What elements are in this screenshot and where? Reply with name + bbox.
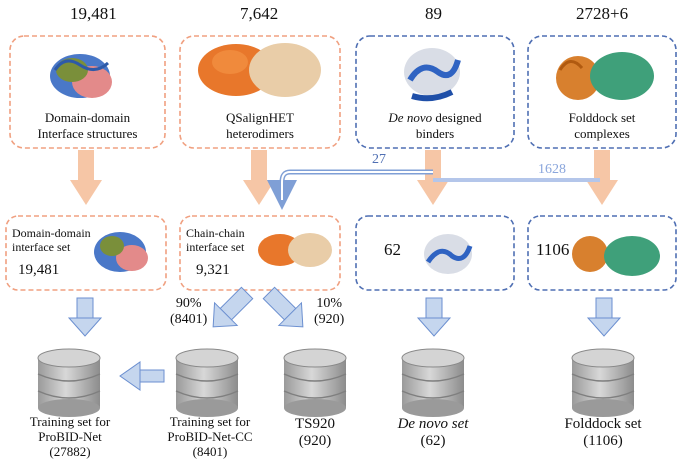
set-count-folddock: 1106 — [536, 240, 570, 259]
protein-image-qsalign — [198, 43, 321, 97]
db-label-probid-cc: Training set for ProBID-Net-CC (8401) — [150, 414, 270, 459]
split-label-right: 10% (920) — [314, 296, 344, 328]
arrow-denovo-down — [417, 150, 449, 205]
database-icon-probid — [37, 348, 101, 417]
source-label-folddock: Folddock set complexes — [528, 110, 676, 142]
db-label-denovo: De novo set (62) — [393, 416, 473, 450]
database-icon-denovo — [401, 348, 465, 417]
arrow-domain-to-db — [67, 297, 103, 337]
db-label-probid-cc-line2: ProBID-Net-CC — [167, 429, 253, 444]
set-label-chain-line2: interface set — [186, 240, 245, 254]
set-box-chain — [179, 215, 341, 291]
protein-image-chain-small — [258, 233, 332, 267]
source-count-domain: 19,481 — [70, 4, 117, 23]
protein-image-domain — [50, 54, 112, 98]
split-right-pct: 10% — [316, 296, 342, 311]
set-label-domain-line1: Domain-domain — [12, 226, 91, 240]
set-box-denovo — [355, 215, 515, 291]
transfer-label-1628: 1628 — [538, 162, 566, 177]
arrow-folddock-to-db — [586, 297, 622, 337]
split-label-left: 90% (8401) — [170, 296, 207, 328]
source-box-folddock — [527, 35, 677, 149]
protein-image-denovo — [404, 48, 461, 102]
set-label-domain-line2: interface set — [12, 240, 71, 254]
arrow-cc-to-probid — [119, 361, 165, 391]
set-label-domain: Domain-domain interface set — [12, 226, 91, 254]
set-count-chain: 9,321 — [196, 262, 230, 278]
db-label-ts920-line1: TS920 — [294, 416, 335, 432]
db-label-probid: Training set for ProBID-Net (27882) — [10, 414, 130, 459]
source-count-folddock: 2728+6 — [576, 4, 629, 23]
arrow-denovo-to-db — [416, 297, 452, 337]
set-box-domain — [5, 215, 167, 291]
database-icon-ts920 — [283, 348, 347, 417]
protein-image-denovo-small — [424, 234, 473, 274]
db-label-folddock-line1: Folddock set — [564, 416, 642, 432]
source-count-denovo: 89 — [425, 4, 442, 23]
db-label-ts920: TS920 (920) — [285, 416, 345, 450]
db-label-probid-line3: (27882) — [49, 444, 91, 459]
source-count-qsalign: 7,642 — [240, 4, 279, 23]
arrow-qsalign-down — [243, 150, 275, 205]
db-label-probid-line2: ProBID-Net — [38, 429, 102, 444]
source-label-folddock-line2: complexes — [574, 126, 630, 141]
source-box-qsalign — [179, 35, 341, 149]
protein-image-folddock — [556, 52, 654, 100]
arrow-split-right — [262, 286, 304, 328]
source-label-qsalign-line1: QSalignHET — [226, 110, 294, 125]
protein-image-folddock-small — [572, 236, 660, 276]
split-left-pct: 90% — [175, 296, 202, 311]
source-label-qsalign-line2: heterodimers — [226, 126, 294, 141]
source-label-folddock-line1: Folddock set — [568, 110, 636, 125]
db-label-probid-line1: Training set for — [29, 414, 111, 429]
db-label-denovo-line2: (62) — [420, 433, 446, 449]
transfer-line-27 — [267, 169, 433, 210]
db-label-probid-cc-line3: (8401) — [192, 444, 228, 459]
set-box-folddock — [527, 215, 677, 291]
split-left-n: (8401) — [170, 312, 208, 327]
source-label-denovo-line1: designed — [435, 110, 482, 125]
arrow-split-left — [212, 286, 254, 328]
database-icon-folddock — [571, 348, 635, 417]
source-label-domain: Domain-domain Interface structures — [10, 110, 165, 142]
source-box-denovo — [355, 35, 515, 149]
transfer-line-27-inner — [281, 171, 433, 200]
source-label-denovo: De novo designed binders — [356, 110, 514, 142]
database-icon-probid-cc — [175, 348, 239, 417]
set-count-denovo: 62 — [384, 240, 401, 259]
protein-image-domain-small — [94, 232, 148, 272]
db-label-folddock-line2: (1106) — [583, 433, 623, 449]
db-label-probid-cc-line1: Training set for — [169, 414, 251, 429]
transfer-label-27: 27 — [372, 152, 386, 167]
arrow-folddock-down — [586, 150, 618, 205]
source-label-domain-line1: Domain-domain — [44, 110, 131, 125]
arrow-domain-down — [70, 150, 102, 205]
source-label-qsalign: QSalignHET heterodimers — [180, 110, 340, 142]
set-label-chain-line1: Chain-chain — [186, 226, 245, 240]
source-label-domain-line2: Interface structures — [37, 126, 138, 141]
db-label-ts920-line2: (920) — [298, 433, 332, 449]
set-count-domain: 19,481 — [18, 262, 60, 278]
db-label-denovo-line1: De novo set — [397, 416, 469, 432]
set-label-chain: Chain-chain interface set — [186, 226, 245, 254]
split-right-n: (920) — [314, 312, 345, 327]
db-label-folddock: Folddock set (1106) — [555, 416, 651, 450]
source-label-denovo-line2: binders — [415, 126, 455, 141]
source-label-denovo-italic: De novo — [388, 110, 433, 125]
